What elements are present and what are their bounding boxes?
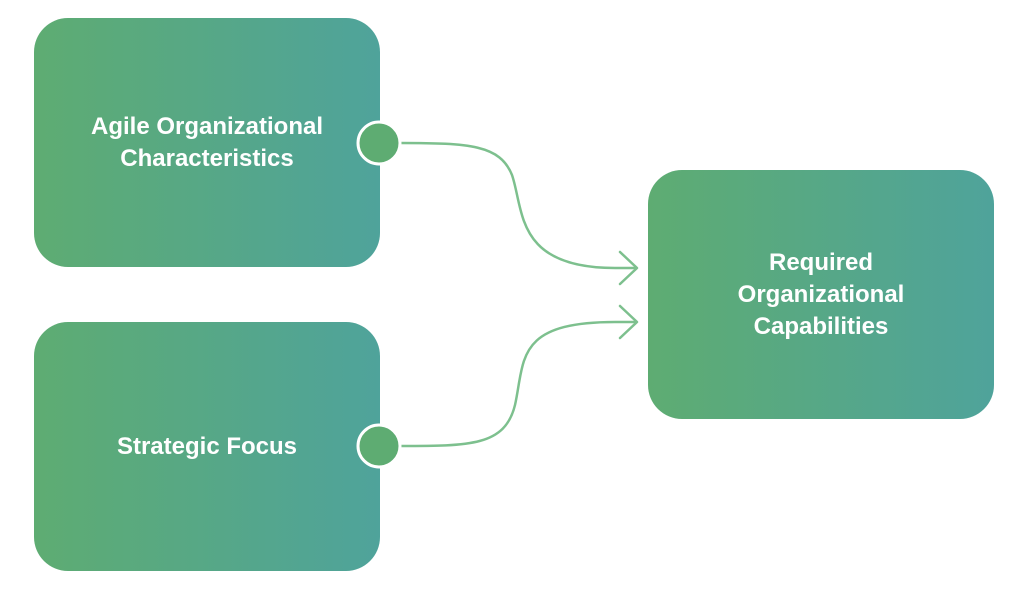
node-agile-label: Agile Organizational Characteristics	[90, 112, 324, 172]
arrowhead-agile	[618, 250, 639, 286]
node-required-organizational-capabilities: Required Organizational Capabilities	[648, 170, 994, 419]
node-agile-organizational-characteristics: Agile Organizational Characteristics	[34, 18, 380, 267]
connector-strategic-to-required	[398, 320, 638, 448]
node-strategic-focus: Strategic Focus	[34, 322, 380, 571]
arrowhead-strategic	[618, 304, 639, 340]
node-required-label: Required Organizational Capabilities	[737, 248, 905, 340]
node-strategic-label: Strategic Focus	[116, 432, 298, 460]
connector-agile-to-required	[398, 141, 638, 270]
